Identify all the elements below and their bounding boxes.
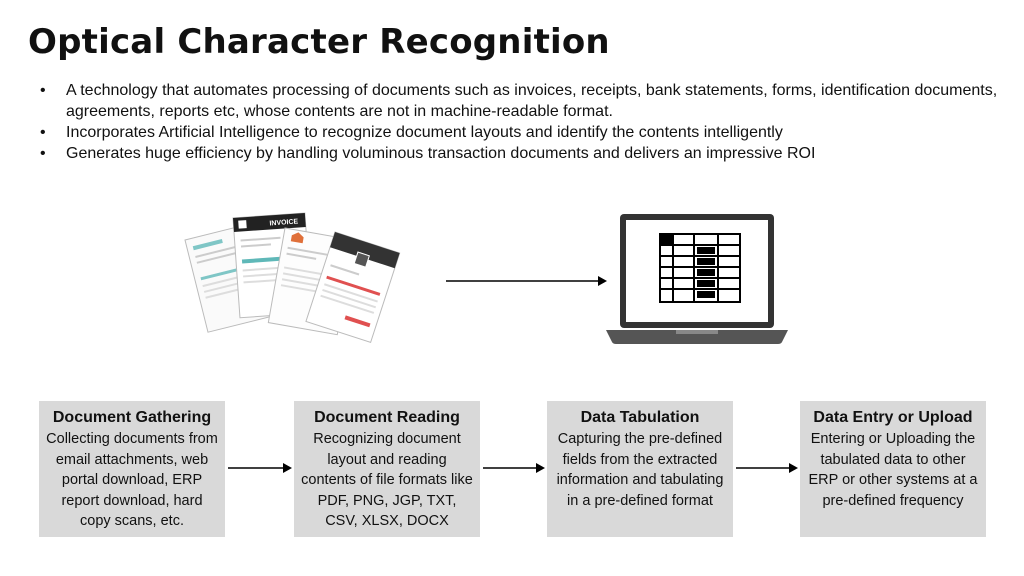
step-document-reading: Document Reading Recognizing document la…: [294, 401, 480, 537]
invoice-label: INVOICE: [269, 218, 299, 227]
arrow-docs-to-laptop: [446, 276, 607, 286]
bullet-item: A technology that automates processing o…: [40, 80, 1010, 122]
step-title: Data Entry or Upload: [813, 409, 973, 426]
step-description: Entering or Uploading the tabulated data…: [808, 431, 978, 509]
step-data-entry-or-upload: Data Entry or Upload Entering or Uploadi…: [800, 401, 986, 537]
bullet-item: Incorporates Artificial Intelligence to …: [40, 122, 1010, 143]
arrow-step-3-to-4: [736, 463, 798, 473]
invoice-page-4: [305, 231, 401, 344]
step-data-tabulation: Data Tabulation Capturing the pre-define…: [547, 401, 733, 537]
step-description: Recognizing document layout and reading …: [301, 431, 473, 529]
page-title: Optical Character Recognition: [28, 22, 610, 62]
step-description: Capturing the pre-defined fields from th…: [556, 431, 724, 509]
bullet-item: Generates huge efficiency by handling vo…: [40, 143, 1010, 164]
arrow-step-1-to-2: [228, 463, 292, 473]
table-icon: [659, 233, 741, 303]
bullet-list: A technology that automates processing o…: [40, 80, 1010, 164]
step-title: Document Reading: [314, 409, 460, 426]
step-title: Data Tabulation: [580, 409, 700, 426]
laptop-with-table-icon: [606, 214, 788, 344]
stacked-invoices-icon: INVOICE: [184, 212, 401, 344]
step-description: Collecting documents from email attachme…: [46, 431, 218, 529]
step-document-gathering: Document Gathering Collecting documents …: [39, 401, 225, 537]
arrow-step-2-to-3: [483, 463, 545, 473]
step-title: Document Gathering: [52, 409, 212, 426]
